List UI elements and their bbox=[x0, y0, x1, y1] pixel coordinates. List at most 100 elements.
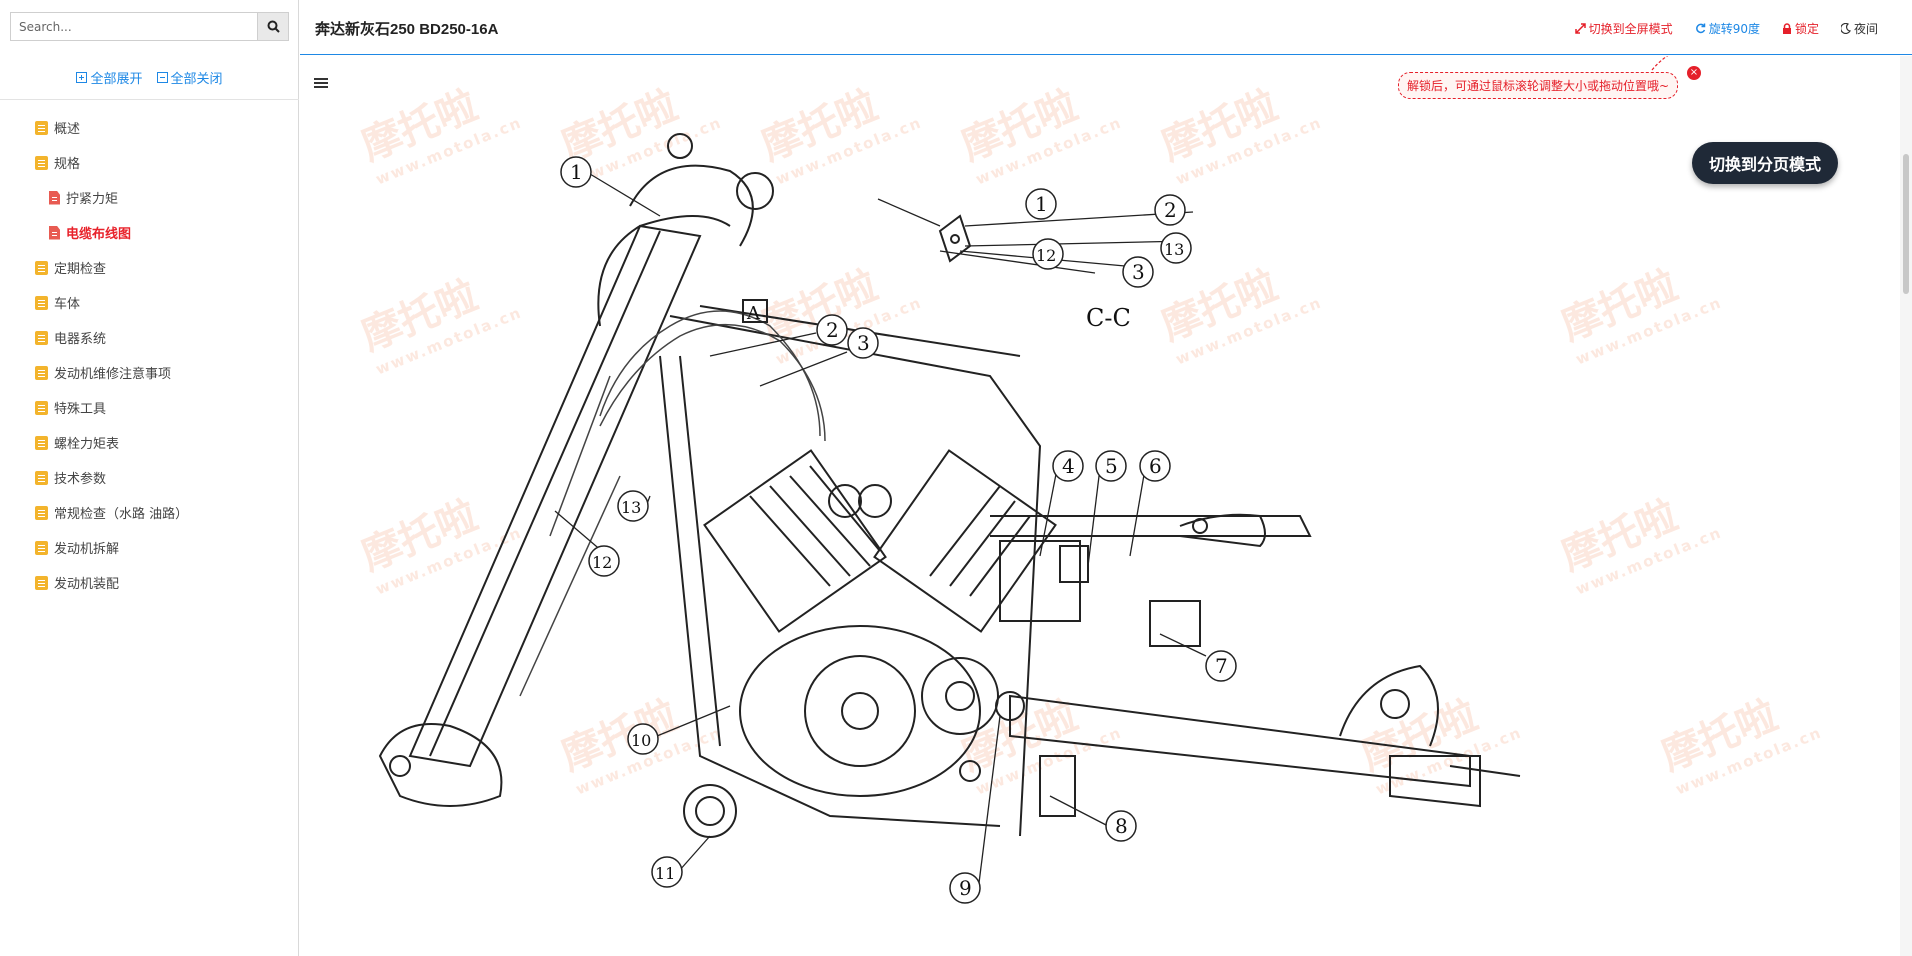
sidebar: 全部展开 全部关闭 概述 规格 拧紧力矩 电缆布线图 定期检查 车体 电器系统 … bbox=[0, 0, 299, 956]
folder-icon bbox=[35, 540, 48, 555]
callout-3: 3 bbox=[847, 327, 879, 359]
inset-callout-2: 2 bbox=[1154, 194, 1186, 226]
callout-5: 5 bbox=[1095, 450, 1127, 482]
tree-item-engine-disassembly[interactable]: 发动机拆解 bbox=[0, 530, 299, 565]
tree-item-bolt-torque[interactable]: 螺栓力矩表 bbox=[0, 425, 299, 460]
lock-button[interactable]: 锁定 bbox=[1782, 20, 1819, 37]
document-icon bbox=[49, 190, 60, 205]
tree-item-cable-routing[interactable]: 电缆布线图 bbox=[0, 215, 299, 250]
tree-actions: 全部展开 全部关闭 bbox=[0, 56, 299, 100]
scrollbar[interactable] bbox=[1900, 56, 1912, 956]
tree-item-body[interactable]: 车体 bbox=[0, 285, 299, 320]
outline-toggle-icon[interactable] bbox=[314, 78, 328, 89]
svg-text:7: 7 bbox=[1215, 654, 1228, 678]
svg-text:1: 1 bbox=[1035, 192, 1048, 216]
folder-icon bbox=[35, 575, 48, 590]
tree-item-label: 定期检查 bbox=[54, 262, 107, 277]
tree-item-routine-check[interactable]: 常规检查（水路 油路） bbox=[0, 495, 299, 530]
folder-icon bbox=[35, 470, 48, 485]
search-button[interactable] bbox=[257, 12, 289, 41]
folder-icon bbox=[35, 505, 48, 520]
folder-icon bbox=[35, 365, 48, 380]
folder-icon bbox=[35, 260, 48, 275]
callout-1: 1 bbox=[560, 156, 592, 188]
rotate-icon bbox=[1695, 23, 1705, 34]
svg-text:11: 11 bbox=[655, 864, 675, 883]
expand-icon bbox=[76, 72, 88, 83]
tree-item-periodic-check[interactable]: 定期检查 bbox=[0, 250, 299, 285]
search-icon bbox=[267, 20, 280, 33]
tree-item-engine-assembly[interactable]: 发动机装配 bbox=[0, 565, 299, 600]
tree-item-label: 电缆布线图 bbox=[66, 227, 132, 242]
svg-text:6: 6 bbox=[1149, 454, 1162, 478]
callout-6: 6 bbox=[1139, 450, 1171, 482]
callout-13: 13 bbox=[617, 490, 649, 522]
tree-item-label: 螺栓力矩表 bbox=[54, 437, 120, 452]
callout-12: 12 bbox=[588, 545, 620, 577]
rotate-button[interactable]: 旋转90度 bbox=[1695, 20, 1760, 37]
section-label: C-C bbox=[1086, 304, 1131, 332]
tree-item-label: 电器系统 bbox=[54, 332, 107, 347]
diagram-callouts: 1 2 3 4 5 6 7 8 9 10 11 12 13 1 2 13 3 1… bbox=[560, 156, 1237, 904]
expand-all-button[interactable]: 全部展开 bbox=[76, 68, 143, 87]
tip-close-icon[interactable]: × bbox=[1687, 66, 1701, 80]
tip-arrow bbox=[1651, 56, 1669, 71]
expand-all-label: 全部展开 bbox=[90, 72, 143, 87]
folder-icon bbox=[35, 435, 48, 450]
tree-item-overview[interactable]: 概述 bbox=[0, 110, 299, 145]
tree-item-torque[interactable]: 拧紧力矩 bbox=[0, 180, 299, 215]
night-mode-button[interactable]: 夜间 bbox=[1840, 20, 1878, 37]
folder-icon bbox=[35, 155, 48, 170]
svg-text:5: 5 bbox=[1105, 454, 1118, 478]
rotate-label: 旋转90度 bbox=[1708, 22, 1760, 36]
view-label: A bbox=[746, 303, 761, 324]
svg-text:4: 4 bbox=[1062, 454, 1075, 478]
tree-item-label: 常规检查（水路 油路） bbox=[54, 507, 189, 522]
fullscreen-button[interactable]: 切换到全屏模式 bbox=[1574, 20, 1673, 37]
search-input[interactable] bbox=[10, 12, 257, 41]
inset-callout-1: 1 bbox=[1025, 188, 1057, 220]
header-actions: 切换到全屏模式 旋转90度 锁定 夜间 bbox=[1574, 20, 1878, 37]
callout-7: 7 bbox=[1205, 650, 1237, 682]
tree-item-label: 发动机装配 bbox=[54, 577, 120, 592]
lock-icon bbox=[1782, 23, 1791, 34]
cable-routing-diagram: 1 2 3 4 5 6 7 8 9 10 11 12 13 1 2 13 3 1… bbox=[378, 133, 1521, 904]
callout-4: 4 bbox=[1052, 450, 1084, 482]
svg-text:3: 3 bbox=[857, 331, 870, 355]
tree-item-specs[interactable]: 规格 bbox=[0, 145, 299, 180]
moon-icon bbox=[1840, 23, 1851, 34]
tree-item-special-tools[interactable]: 特殊工具 bbox=[0, 390, 299, 425]
inset-callout-12: 12 bbox=[1032, 238, 1064, 270]
collapse-all-button[interactable]: 全部关闭 bbox=[156, 68, 223, 87]
tree-item-engine-notes[interactable]: 发动机维修注意事项 bbox=[0, 355, 299, 390]
scroll-thumb[interactable] bbox=[1903, 154, 1909, 294]
expand-arrows-icon bbox=[1574, 23, 1586, 34]
svg-text:10: 10 bbox=[631, 731, 651, 750]
folder-icon bbox=[35, 330, 48, 345]
inset-callout-3: 3 bbox=[1122, 256, 1154, 288]
svg-text:12: 12 bbox=[592, 553, 612, 572]
page-mode-button[interactable]: 切换到分页模式 bbox=[1692, 142, 1838, 184]
tree-item-label: 特殊工具 bbox=[54, 402, 107, 417]
callout-8: 8 bbox=[1105, 810, 1137, 842]
fullscreen-label: 切换到全屏模式 bbox=[1588, 22, 1673, 36]
tree-item-label: 发动机维修注意事项 bbox=[54, 367, 172, 382]
svg-text:13: 13 bbox=[621, 498, 641, 517]
tree-item-label: 发动机拆解 bbox=[54, 542, 120, 557]
svg-text:8: 8 bbox=[1115, 814, 1128, 838]
lock-label: 锁定 bbox=[1794, 22, 1819, 36]
unlock-tip: 解锁后，可通过鼠标滚轮调整大小或拖动位置哦~ bbox=[1398, 72, 1679, 99]
tree-item-label: 概述 bbox=[54, 122, 81, 137]
callout-11: 11 bbox=[651, 856, 683, 888]
tree-item-electrical[interactable]: 电器系统 bbox=[0, 320, 299, 355]
tree-item-label: 技术参数 bbox=[54, 472, 107, 487]
collapse-all-label: 全部关闭 bbox=[170, 72, 223, 87]
svg-text:3: 3 bbox=[1132, 260, 1145, 284]
chapter-tree: 概述 规格 拧紧力矩 电缆布线图 定期检查 车体 电器系统 发动机维修注意事项 … bbox=[0, 110, 299, 600]
tree-item-tech-params[interactable]: 技术参数 bbox=[0, 460, 299, 495]
inset-callout-13: 13 bbox=[1160, 232, 1192, 264]
page-title: 奔达新灰石250 BD250-16A bbox=[315, 21, 499, 38]
folder-icon bbox=[35, 120, 48, 135]
svg-text:9: 9 bbox=[959, 876, 972, 900]
